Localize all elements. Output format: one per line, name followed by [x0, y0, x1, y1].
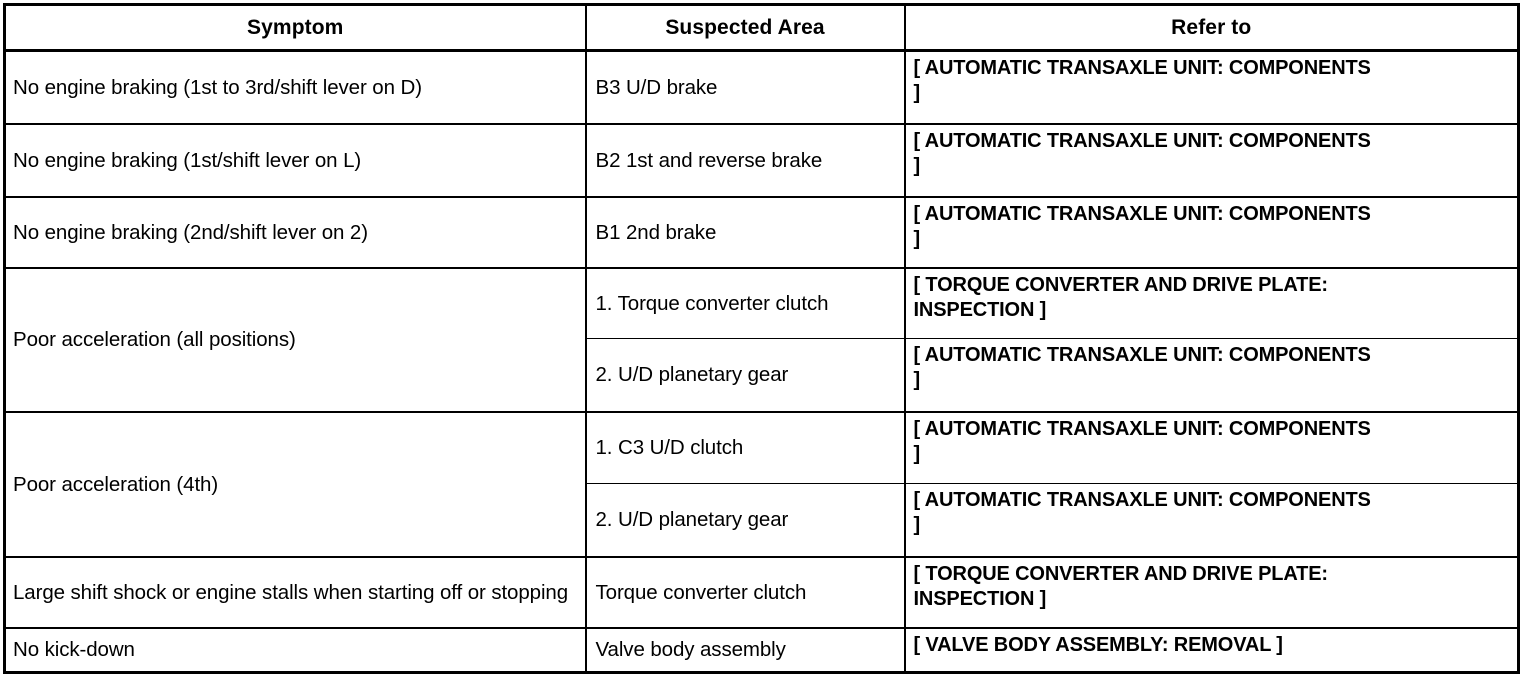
table-row: Poor acceleration (all positions) 1. Tor…: [3, 266, 1520, 413]
cell-refer-to: [ TORQUE CONVERTER AND DRIVE PLATE: INSP…: [903, 555, 1520, 629]
cell-suspected-area: 1. Torque converter clutch: [584, 266, 906, 339]
cell-symptom: No engine braking (2nd/shift lever on 2): [3, 195, 587, 269]
cell-symptom: Poor acceleration (4th): [3, 410, 587, 558]
column-header-symptom: Symptom: [3, 3, 587, 52]
cell-refer-to: [ TORQUE CONVERTER AND DRIVE PLATE: INSP…: [903, 266, 1520, 339]
table-row: No engine braking (2nd/shift lever on 2)…: [3, 195, 1520, 269]
column-header-suspected-area: Suspected Area: [584, 3, 906, 52]
cell-suspected-area: 2. U/D planetary gear: [584, 483, 906, 558]
table-row: 2. U/D planetary gear [ AUTOMATIC TRANSA…: [5, 338, 1520, 413]
table-row: 2. U/D planetary gear [ AUTOMATIC TRANSA…: [5, 483, 1520, 558]
cell-symptom: Poor acceleration (all positions): [3, 266, 587, 413]
cell-refer-to: [ AUTOMATIC TRANSAXLE UNIT: COMPONENTS ]: [903, 410, 1520, 484]
column-header-refer-to: Refer to: [903, 3, 1520, 52]
table-header-row: Symptom Suspected Area Refer to: [3, 3, 1520, 52]
cell-suspected-area: B2 1st and reverse brake: [584, 122, 906, 198]
table-head: Symptom Suspected Area Refer to: [3, 3, 1520, 52]
cell-suspected-area: B1 2nd brake: [584, 195, 906, 269]
cell-suspected-area: Torque converter clutch: [584, 555, 906, 629]
table-row: No engine braking (1st/shift lever on L)…: [3, 122, 1520, 198]
cell-refer-to: [ AUTOMATIC TRANSAXLE UNIT: COMPONENTS ]: [903, 122, 1520, 198]
cell-refer-to: [ AUTOMATIC TRANSAXLE UNIT: COMPONENTS ]: [903, 338, 1520, 413]
table-row: No engine braking (1st to 3rd/shift leve…: [3, 49, 1520, 125]
cell-suspected-area: 1. C3 U/D clutch: [584, 410, 906, 484]
table-body: No engine braking (1st to 3rd/shift leve…: [3, 49, 1520, 674]
cell-symptom: No engine braking (1st to 3rd/shift leve…: [3, 49, 587, 125]
cell-symptom: No engine braking (1st/shift lever on L): [3, 122, 587, 198]
cell-refer-to: [ AUTOMATIC TRANSAXLE UNIT: COMPONENTS ]: [903, 195, 1520, 269]
table-row: Poor acceleration (4th) 1. C3 U/D clutch…: [3, 410, 1520, 558]
troubleshooting-table-page: Symptom Suspected Area Refer to No engin…: [0, 3, 1520, 679]
cell-symptom: No kick-down: [3, 626, 587, 674]
cell-refer-to: [ AUTOMATIC TRANSAXLE UNIT: COMPONENTS ]: [903, 49, 1520, 125]
troubleshooting-table: Symptom Suspected Area Refer to No engin…: [3, 3, 1520, 674]
table-row: Large shift shock or engine stalls when …: [3, 555, 1520, 629]
cell-suspected-area: B3 U/D brake: [584, 49, 906, 125]
cell-refer-to: [ AUTOMATIC TRANSAXLE UNIT: COMPONENTS ]: [903, 483, 1520, 558]
cell-suspected-area: 2. U/D planetary gear: [584, 338, 906, 413]
cell-refer-to: [ VALVE BODY ASSEMBLY: REMOVAL ]: [903, 626, 1520, 674]
cell-symptom: Large shift shock or engine stalls when …: [3, 555, 587, 629]
cell-suspected-area: Valve body assembly: [584, 626, 906, 674]
table-row: No kick-down Valve body assembly [ VALVE…: [3, 626, 1520, 674]
